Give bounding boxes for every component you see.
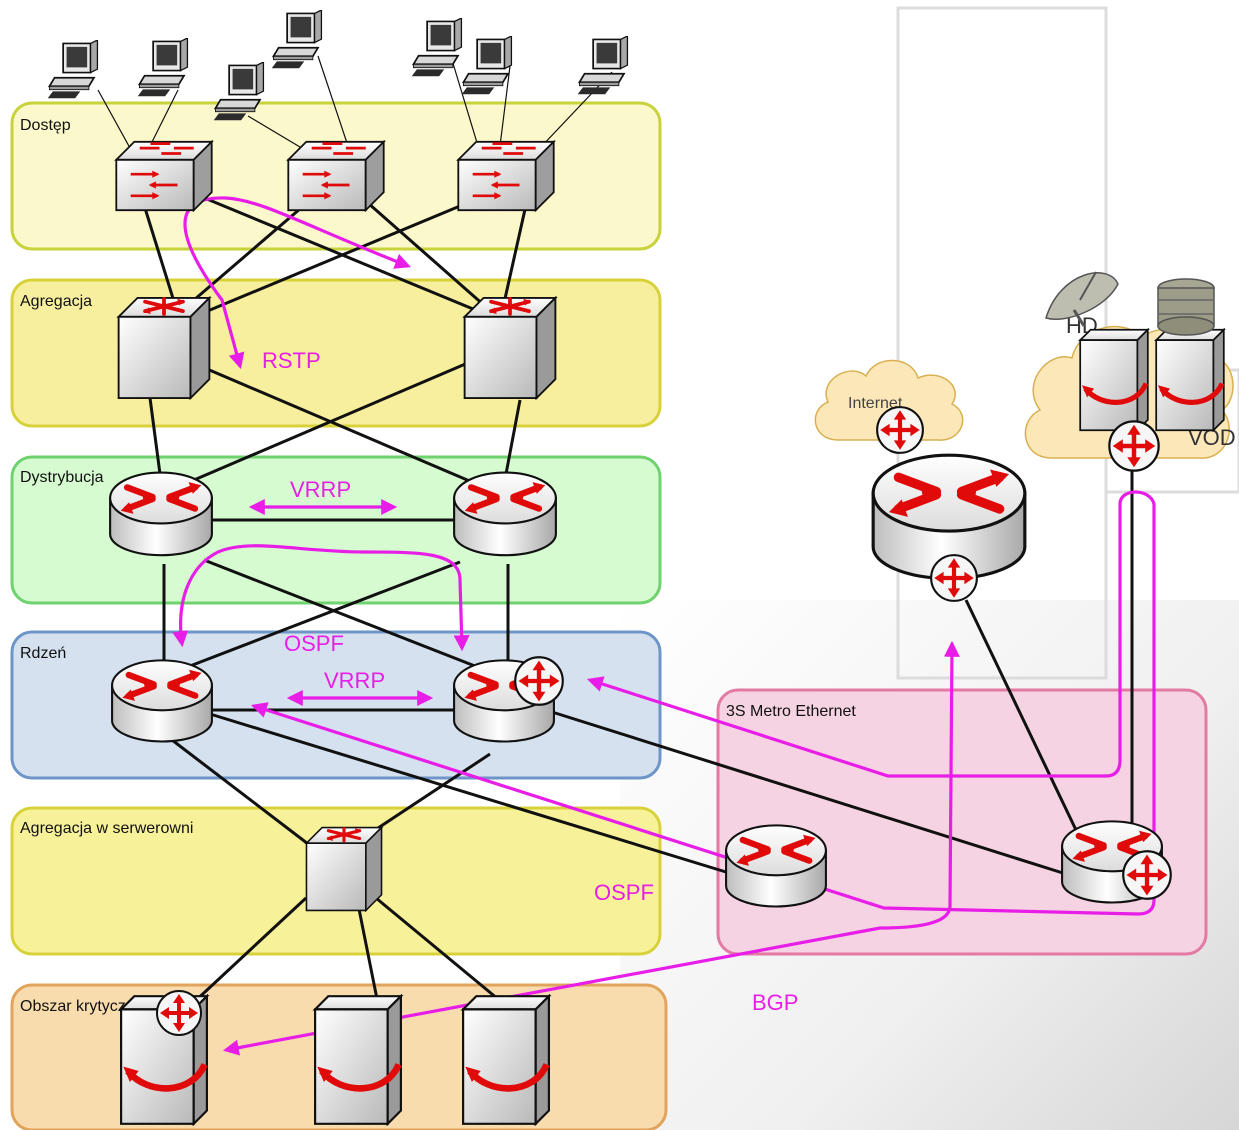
pc-cables — [97, 55, 613, 151]
path-bgp — [222, 640, 960, 1056]
ospf-metro-label: OSPF — [594, 880, 654, 905]
metro-router-2-badge-icon — [1123, 851, 1171, 899]
ospf-core-label: OSPF — [284, 631, 344, 656]
internet-badge-icon — [877, 407, 923, 453]
internet-edge-badge-icon — [931, 555, 977, 601]
zone-distribution-label: Dystrybucja — [20, 469, 104, 486]
access-switch-3-icon — [456, 140, 556, 212]
zone-aggregation-label: Agregacja — [20, 293, 92, 310]
hd-vod-router-badge-icon — [1109, 421, 1158, 470]
bgp-label: BGP — [752, 990, 798, 1015]
distribution-router-1-icon — [110, 473, 212, 556]
path-rstp — [183, 196, 411, 370]
server-3-icon — [463, 996, 549, 1124]
path-ospf-metro — [250, 490, 1156, 916]
vrrp-distribution-label: VRRP — [290, 477, 351, 502]
pc-icon — [270, 10, 323, 70]
satellite-dish-icon — [1045, 271, 1119, 327]
server-aggregation-switch-icon — [304, 826, 384, 912]
pc-icon — [46, 40, 99, 100]
zone-core-label: Rdzeń — [20, 645, 66, 662]
zone-metro-label: 3S Metro Ethernet — [726, 703, 856, 720]
server-2-icon — [315, 996, 401, 1124]
vod-server-icon — [1156, 330, 1224, 431]
database-icon — [1157, 278, 1215, 336]
zone-server-aggregation-label: Agregacja w serwerowni — [20, 820, 193, 837]
zone-access-label: Dostęp — [20, 117, 71, 134]
metro-router-1-icon — [726, 825, 826, 906]
protocol-paths — [172, 196, 1156, 1056]
aggregation-switch-2-icon — [462, 296, 558, 400]
cloud-internet-label: Internet — [848, 395, 903, 412]
rstp-label: RSTP — [262, 348, 321, 373]
server-1-badge-icon — [155, 989, 203, 1037]
core-router-1-icon — [112, 660, 212, 741]
cloud-internet: Internet — [814, 359, 964, 441]
path-ospf-core — [172, 544, 470, 652]
zone-aggregation-box — [10, 278, 662, 428]
access-switch-1-icon — [114, 140, 214, 212]
pc-icon — [460, 36, 513, 96]
hd-server-icon — [1080, 330, 1148, 431]
pc-icon — [576, 36, 629, 96]
aggregation-switch-1-icon — [116, 296, 212, 400]
core-router-2-badge-icon — [515, 657, 563, 705]
vrrp-core-label: VRRP — [324, 668, 385, 693]
distribution-router-2-icon — [454, 473, 556, 556]
zone-aggregation: Agregacja — [10, 278, 662, 428]
pc-icon — [136, 38, 189, 98]
access-switch-2-icon — [286, 140, 386, 212]
cloud-internet-shape — [814, 359, 964, 441]
